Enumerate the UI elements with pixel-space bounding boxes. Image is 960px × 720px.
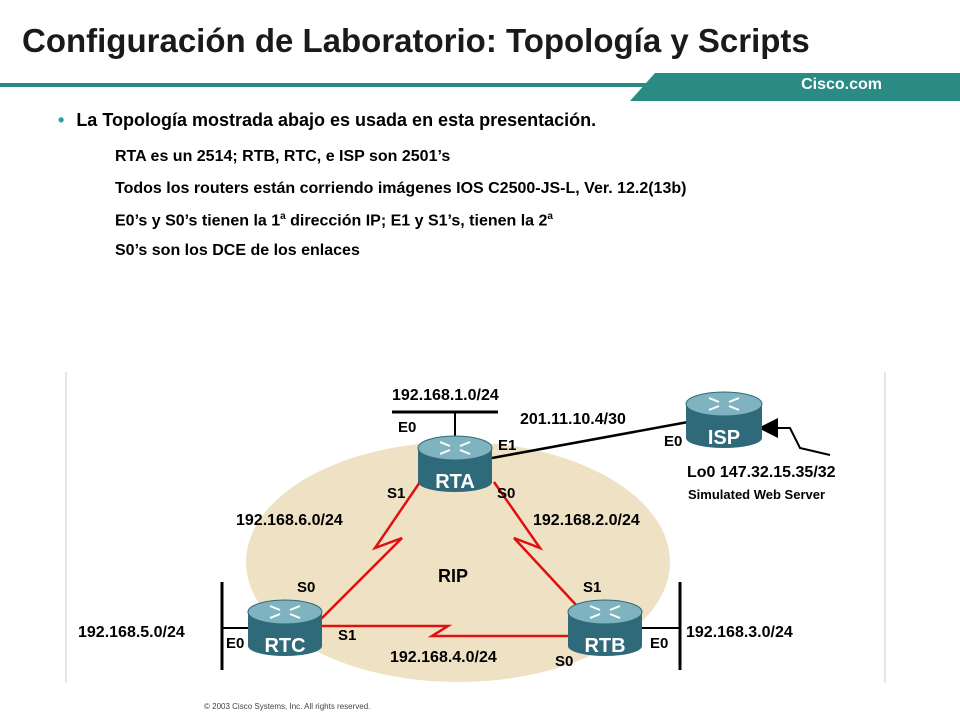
if-rta-e1: E1	[498, 437, 516, 454]
if-rtb-e0: E0	[650, 635, 668, 652]
bullet-sub-3-b: dirección IP; E1 y S1’s, tienen la 2	[285, 212, 548, 230]
rta-isp-link	[491, 420, 689, 460]
bullet-sub-1: RTA es un 2514; RTB, RTC, e ISP son 2501…	[115, 148, 451, 165]
if-isp-e0: E0	[664, 433, 682, 450]
router-rta-label: RTA	[435, 471, 475, 493]
if-rtc-s1: S1	[338, 627, 356, 644]
bullet-sub-3-sup1: a	[280, 211, 286, 222]
net-rtb-lan: 192.168.3.0/24	[686, 624, 793, 641]
rtc-rtb-serial	[318, 624, 568, 638]
copyright-footer: © 2003 Cisco Systems, Inc. All rights re…	[204, 702, 371, 711]
rta-rtc-serial	[319, 481, 422, 621]
if-rta-s1: S1	[387, 485, 405, 502]
web-server-label: Simulated Web Server	[688, 487, 825, 502]
if-rtb-s1: S1	[583, 579, 601, 596]
rta-rtb-serial	[492, 481, 591, 621]
rip-area	[246, 442, 670, 682]
router-isp[interactable]: ISP	[685, 391, 763, 449]
router-rtb[interactable]: RTB	[567, 599, 643, 657]
bullet-sub-3: E0’s y S0’s tienen la 1a dirección IP; E…	[115, 211, 553, 230]
router-rta[interactable]: RTA	[417, 435, 493, 493]
net-rta-lan: 192.168.1.0/24	[392, 387, 499, 404]
if-rtb-s0: S0	[555, 653, 573, 670]
if-rta-s0: S0	[497, 485, 515, 502]
router-rta-arrows-icon	[439, 441, 471, 455]
net-rtc-rtb: 192.168.4.0/24	[390, 649, 497, 666]
router-isp-arrows-icon	[708, 397, 740, 411]
bullet-main: • La Topología mostrada abajo es usada en…	[58, 110, 596, 131]
protocol-label: RIP	[438, 566, 468, 586]
router-isp-label: ISP	[708, 427, 740, 449]
slide-title: Configuración de Laboratorio: Topología …	[22, 22, 810, 59]
router-rtc[interactable]: RTC	[247, 599, 323, 657]
net-rta-rtb: 192.168.2.0/24	[533, 512, 640, 529]
bullet-sub-3-a: E0’s y S0’s tienen la 1	[115, 212, 281, 230]
if-rta-e0: E0	[398, 419, 416, 436]
bullet-sub-4: S0’s son los DCE de los enlaces	[115, 242, 360, 259]
header-bar	[0, 73, 960, 101]
router-rtb-label: RTB	[584, 635, 625, 657]
router-rtc-label: RTC	[264, 635, 305, 657]
router-rtb-arrows-icon	[589, 605, 621, 619]
bullet-sub-2: Todos los routers están corriendo imágen…	[115, 180, 687, 197]
if-rtc-s0: S0	[297, 579, 315, 596]
router-rtc-arrows-icon	[269, 605, 301, 619]
bullet-dot-icon: •	[58, 110, 65, 130]
bullet-sub-3-sup2: a	[547, 211, 553, 222]
cisco-brand: Cisco.com	[801, 76, 882, 93]
bullet-main-text: La Topología mostrada abajo es usada en …	[76, 110, 597, 130]
net-isp-lo0: Lo0 147.32.15.35/32	[687, 464, 836, 481]
if-rtc-e0: E0	[226, 635, 244, 652]
net-rta-isp: 201.11.10.4/30	[520, 411, 626, 428]
web-server-arrow-icon	[758, 418, 831, 456]
net-rta-rtc: 192.168.6.0/24	[236, 512, 343, 529]
net-rtc-lan: 192.168.5.0/24	[78, 624, 185, 641]
